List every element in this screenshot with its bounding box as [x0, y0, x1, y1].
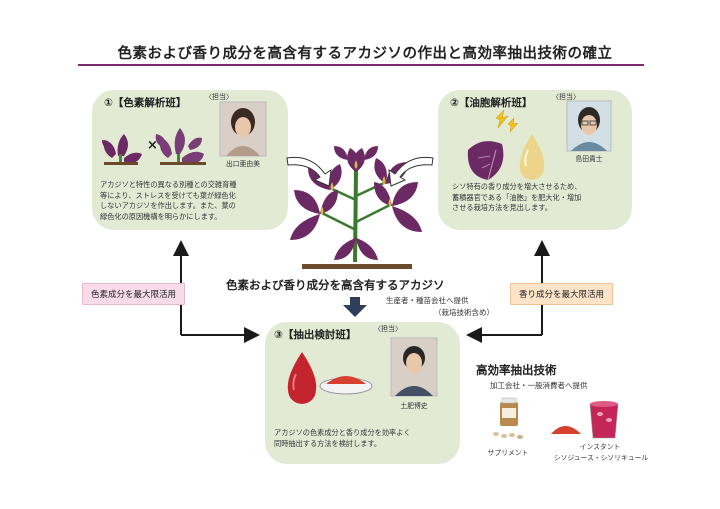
- researcher-photo-2: [566, 100, 612, 152]
- center-label: 色素および香り成分を高含有するアカジソ: [226, 278, 445, 292]
- tag-aroma-use: 香り成分を最大限活用: [510, 283, 614, 305]
- perilla-hybrid-plant-icon: [155, 128, 206, 165]
- down-arrow-icon: [343, 297, 367, 317]
- panel-3-description: アカジソの色素成分と香り成分を効率よく 同時抽出する方法を検討します。: [274, 428, 458, 449]
- pigment-drop-icon: [287, 352, 317, 404]
- center-sub-provide: 生産者・種苗会社へ提供: [386, 296, 469, 305]
- panel-1-desc-line: 緑色化の原因機構を明らかにします。: [100, 211, 222, 221]
- page-title: 色素および香り成分を高含有するアカジソの作出と高効率抽出技術の確立: [117, 46, 613, 62]
- researcher-photo-3: [390, 337, 438, 397]
- instant-label: インスタント: [579, 443, 621, 451]
- researcher-name-2: 島田貴士: [575, 155, 603, 163]
- panel-2-desc-line: 蓄積器官である「油胞」を肥大化・増加: [452, 192, 582, 202]
- panel-1-desc-line: 等により、ストレスを受けても葉が緑色化: [100, 190, 236, 200]
- title-underline: [78, 64, 644, 66]
- panel-2-desc-line: させる栽培方法を見出します。: [452, 203, 552, 212]
- juice-glass-icon: [589, 401, 619, 439]
- panel-3-desc-line: 同時抽出する方法を検討します。: [274, 438, 382, 448]
- lightning-icon: [495, 109, 519, 133]
- researcher-name-3: 土肥博史: [400, 402, 428, 410]
- pigment-powder-dish-icon: [319, 376, 373, 395]
- tag-pigment-use: 色素成分を最大限活用: [82, 283, 186, 305]
- panel-3-desc-line: アカジソの色素成分と香り成分を効率よく: [274, 428, 411, 437]
- supplement-label: サプリメント: [487, 449, 529, 457]
- panel-1-desc-line: アカジソと特性の異なる別種との交雑育種: [100, 180, 237, 189]
- panel-1-tanto: 〈担当〉: [205, 93, 233, 101]
- perilla-plant-icon: [102, 134, 142, 165]
- curved-arrows: [286, 156, 434, 187]
- oil-drop-icon: [519, 134, 545, 180]
- center-perilla-plant-icon: [290, 146, 422, 269]
- right-curved-arrow-icon: [388, 156, 434, 187]
- panel-2-tanto: 〈担当〉: [552, 93, 580, 101]
- panel-2-title: ②【油胞解析班】: [450, 97, 533, 109]
- panel-2-desc-line: シソ特有の香り成分を増大させるため、: [452, 182, 582, 191]
- researcher-photo-1: [219, 101, 267, 157]
- panel-3-title: ③【抽出検討班】: [274, 329, 357, 341]
- panel-1-desc-line: しないアカジソを作出します。また、葉の: [100, 201, 236, 210]
- panel-3-tanto: 〈担当〉: [374, 325, 402, 333]
- panel-2-description: シソ特有の香り成分を増大させるため、 蓄積器官である「油胞」を肥大化・増加 させ…: [452, 182, 630, 214]
- panel-1-description: アカジソと特性の異なる別種との交雑育種 等により、ストレスを受けても葉が緑色化 …: [100, 180, 286, 222]
- center-sub-technique: （栽培技術含め）: [434, 308, 494, 317]
- perilla-leaf-icon: [467, 141, 504, 181]
- instant-powder-icon: [551, 426, 581, 434]
- efficient-extraction-sub: 加工会社・一般消費者へ提供: [490, 381, 588, 390]
- juice-liqueur-label: シソジュース・シソリキュール: [553, 454, 649, 462]
- efficient-extraction-title: 高効率抽出技術: [476, 363, 557, 377]
- cross-icon: ×: [147, 138, 158, 153]
- left-curved-arrow-icon: [286, 156, 332, 187]
- supplement-bottle-icon: [493, 397, 523, 439]
- researcher-name-1: 出口亜由美: [226, 160, 260, 168]
- panel-1-title: ①【色素解析班】: [104, 97, 187, 109]
